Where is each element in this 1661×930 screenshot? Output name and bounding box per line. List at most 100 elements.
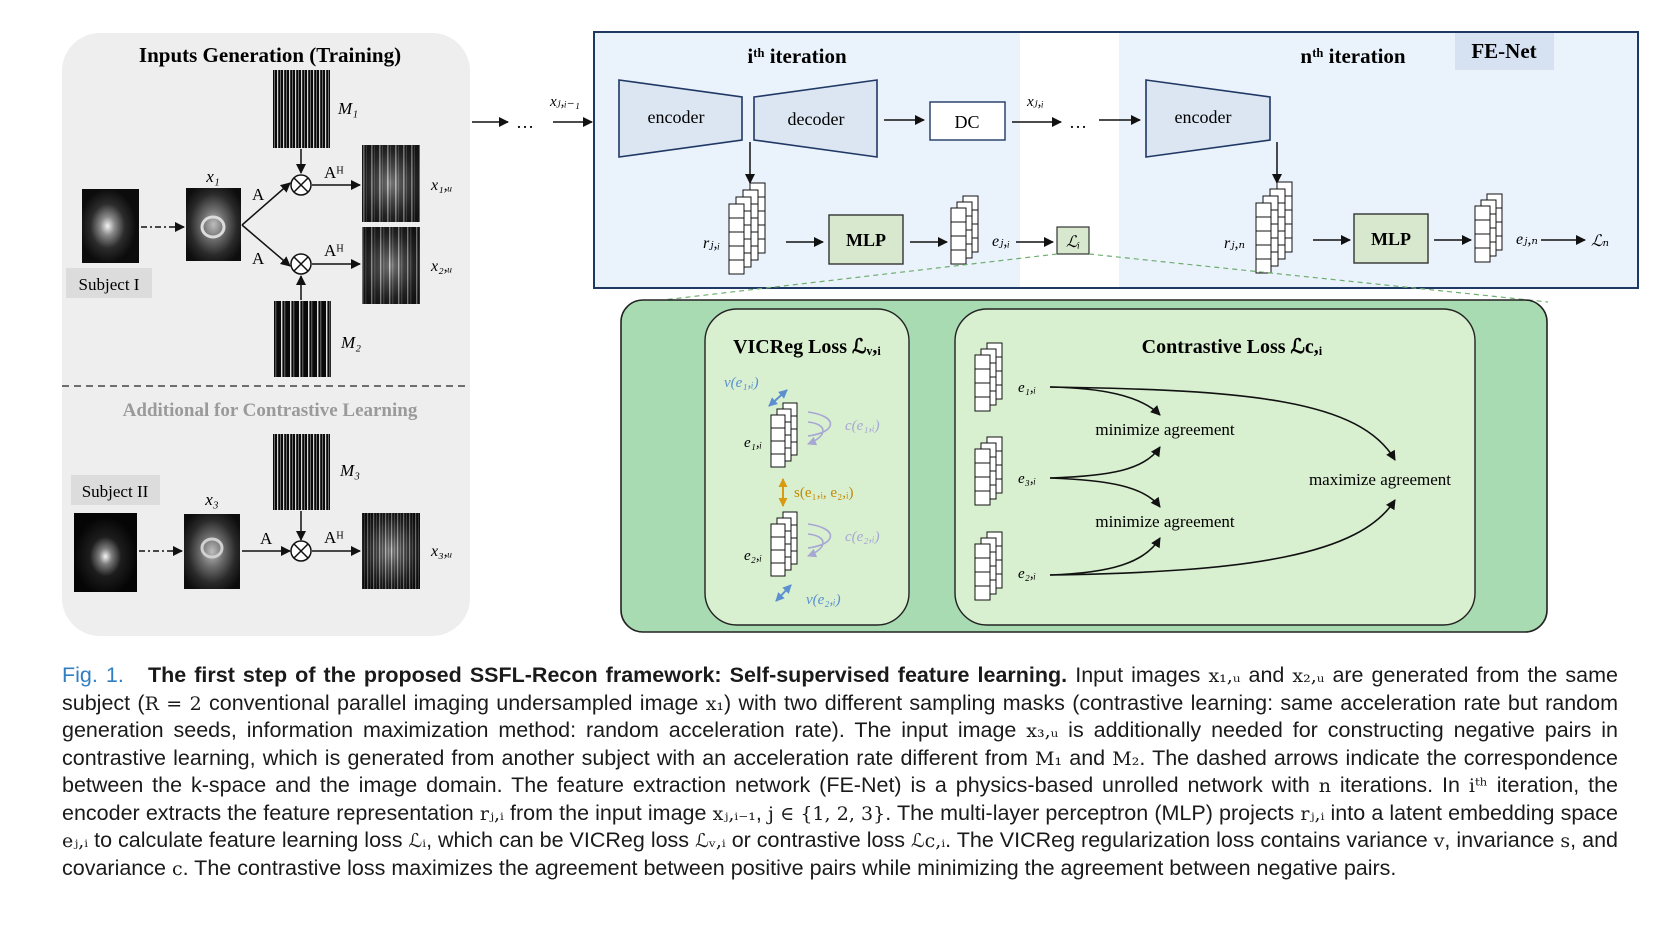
loss-i-label: ℒᵢ xyxy=(1066,234,1080,251)
mlp-block-n xyxy=(1353,213,1429,264)
caption-text: to calculate feature learning loss xyxy=(94,828,403,852)
caption-text: . The multi-layer perceptron (MLP) proje… xyxy=(885,800,1295,825)
caption-text: ) with two different sampling masks (con… xyxy=(62,690,1618,743)
caption-text: iteration, the encoder extracts the feat… xyxy=(62,773,1619,825)
decoder-label-i: decoder xyxy=(788,109,845,129)
embedding-stack-e-i xyxy=(950,195,979,265)
r-n-label: rⱼ,ₙ xyxy=(1224,235,1245,252)
contrastive-stack-e2 xyxy=(974,531,1003,601)
x1-image xyxy=(186,188,241,261)
dc-block xyxy=(929,101,1006,141)
zoom-line-left xyxy=(645,253,1058,303)
feature-cell xyxy=(728,203,745,219)
feature-cell xyxy=(974,476,991,492)
e-i-label: eⱼ,ᵢ xyxy=(992,233,1010,250)
mask-m1-label: M₁ xyxy=(337,99,358,118)
feature-cell xyxy=(1255,202,1272,218)
subject1-badge-bg xyxy=(66,268,152,298)
feature-cell xyxy=(974,448,991,464)
fe-net-panel: FE-Net iᵗʰ iteration nᵗʰ iteration encod… xyxy=(593,31,1639,289)
contrastive-e2-label: e₂,ᵢ xyxy=(1018,566,1036,582)
figure-diagram: Inputs Generation (Training) M₁ Subject … xyxy=(62,31,1639,636)
caption-math: xⱼ,ᵢ₋₁ xyxy=(712,802,756,825)
feature-cell xyxy=(728,259,745,275)
caption-math: R = 2 xyxy=(144,692,202,715)
v-e1-label: v(e₁,ᵢ) xyxy=(724,375,759,391)
feature-cell xyxy=(974,462,991,478)
dc-label: DC xyxy=(954,112,979,132)
caption-math: M₁ xyxy=(1035,747,1063,770)
feature-cell xyxy=(974,571,991,587)
feature-cell xyxy=(1474,247,1491,263)
caption-text: . The contrastive loss maximizes the agr… xyxy=(182,855,1397,880)
caption-text: or contrastive loss xyxy=(731,828,905,852)
feature-cell xyxy=(974,543,991,559)
caption-text: . The VICReg regularization loss contain… xyxy=(945,828,1428,852)
feature-cell xyxy=(770,427,786,442)
feature-cell xyxy=(950,221,967,237)
feature-stack-r-i xyxy=(728,182,766,275)
x-output-label: xⱼ,ᵢ xyxy=(1026,94,1044,110)
subject2-label: Subject II xyxy=(82,482,149,501)
x3-image xyxy=(184,514,240,589)
feature-cell xyxy=(1255,230,1272,246)
caption-text: and xyxy=(1069,745,1106,770)
loss-n-label: ℒₙ xyxy=(1591,233,1609,250)
mlp-label-i: MLP xyxy=(846,230,886,250)
c-e1-label: c(e₁,ᵢ) xyxy=(845,418,880,434)
contrastive-e3-label: e₃,ᵢ xyxy=(1018,471,1036,487)
feature-cell xyxy=(974,368,991,384)
caption-text: are generated from the same subject ( xyxy=(62,663,1619,715)
feature-cell xyxy=(1474,219,1491,235)
feature-cell xyxy=(1474,205,1491,221)
feature-cell xyxy=(950,235,967,251)
caption-math: c xyxy=(171,857,183,880)
encoder-block-i xyxy=(618,79,743,158)
s-label: s(e₁,ᵢ, e₂,ᵢ) xyxy=(794,485,854,501)
caption-fig-label: Fig. 1. xyxy=(62,663,124,687)
encoder-block-n xyxy=(1145,79,1271,158)
iteration-n-title: nᵗʰ iteration xyxy=(1300,44,1406,68)
feature-cell xyxy=(974,490,991,506)
x1-heart-shape xyxy=(200,215,226,239)
feature-cell xyxy=(950,249,967,265)
feature-cell xyxy=(974,382,991,398)
caption-text: is additionally needed for constructing … xyxy=(62,718,1618,770)
c-e2-arrows xyxy=(808,523,832,556)
branch-up-arrow xyxy=(241,182,291,226)
feature-cell xyxy=(974,585,991,601)
v-e2-arrow xyxy=(775,584,792,602)
mask-m3-label: M₃ xyxy=(339,461,360,480)
e2-to-max-arrow xyxy=(1049,499,1396,576)
caption-math: ℒc,ᵢ xyxy=(910,830,946,852)
caption-math: M₂ xyxy=(1112,747,1140,770)
caption-text: conventional parallel imaging undersampl… xyxy=(208,690,699,715)
encoder-label-i: encoder xyxy=(648,107,705,127)
x1u-label: x₁,ᵤ xyxy=(430,177,452,194)
subject1-kspace-image xyxy=(82,189,139,263)
caption-math: rⱼ,ᵢ xyxy=(1300,802,1325,825)
v-e2-label: v(e₂,ᵢ) xyxy=(806,592,841,608)
feature-cell xyxy=(1255,258,1272,274)
minimize-agreement-label-2: minimize agreement xyxy=(1095,512,1235,531)
x-input-label: xⱼ,ᵢ₋₁ xyxy=(549,94,580,110)
c-e2-label: c(e₂,ᵢ) xyxy=(845,529,880,545)
caption-math: x₁ xyxy=(705,692,725,715)
feature-cell xyxy=(974,354,991,370)
vicreg-panel xyxy=(704,308,910,626)
inputs-generation-panel: Inputs Generation (Training) M₁ Subject … xyxy=(62,33,470,636)
vicreg-e1-label: e₁,ᵢ xyxy=(744,435,762,451)
caption-text: , and covariance xyxy=(62,828,1618,880)
feature-cell xyxy=(770,453,786,468)
branch-down-arrow xyxy=(241,224,291,267)
caption-text: from the input image xyxy=(510,800,707,825)
operator-ah-upper: Aᴴ xyxy=(324,163,344,182)
figure-caption: Fig. 1. The first step of the proposed S… xyxy=(62,662,1618,882)
e3-to-min2-arrow xyxy=(1049,477,1161,508)
vicreg-stack-e2 xyxy=(770,511,798,577)
caption-text: into a latent embedding space xyxy=(1330,800,1619,825)
operator-a-lower: A xyxy=(252,249,265,268)
feature-cell xyxy=(974,557,991,573)
loss-i-box xyxy=(1056,226,1090,255)
contrastive-e1-label: e₁,ᵢ xyxy=(1018,380,1036,396)
